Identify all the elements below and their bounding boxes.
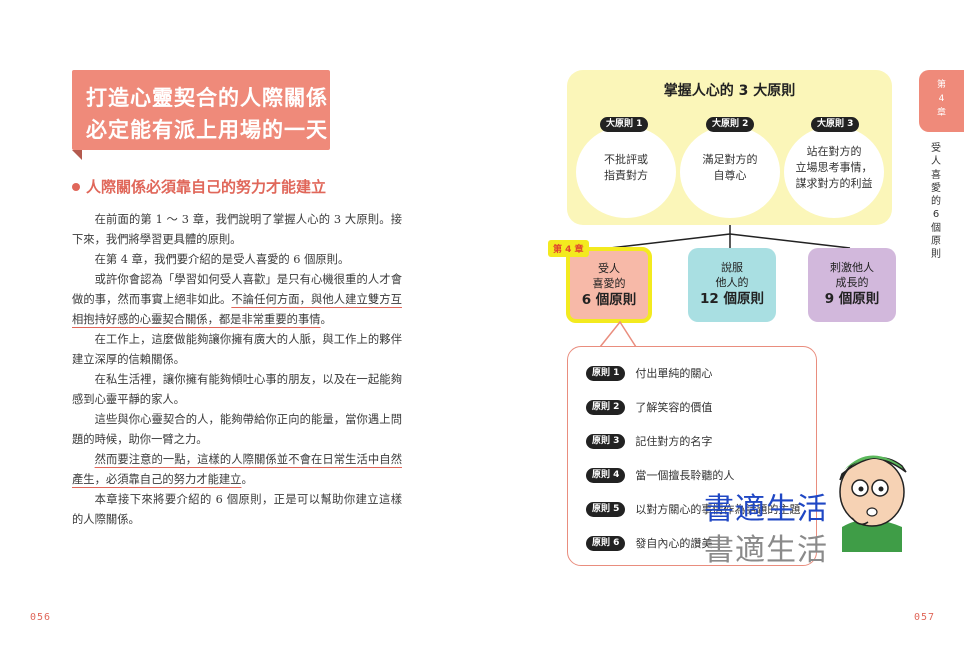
- body-text: 在前面的第 1 ～ 3 章，我們說明了掌握人心的 3 大原則。接下來，我們將學習…: [72, 210, 402, 530]
- principle-1-text: 不批評或指責對方: [604, 153, 648, 182]
- paragraph: 然而要注意的一點，這樣的人際關係並不會在日常生活中自然產生，必須靠自己的努力才能…: [72, 450, 402, 490]
- bullet-dot-icon: [72, 182, 80, 191]
- underlined-text: 然而要注意的一點，這樣的人際關係並不會在日常生活中自然產生，必須靠自己的努力才能…: [72, 453, 402, 486]
- chapter-box-12-principles: 說服 他人的 12 個原則: [688, 248, 776, 322]
- title-line-2: 必定能有派上用場的一天: [86, 118, 328, 142]
- mascot-illustration: [839, 455, 907, 552]
- chapter-4-tag: 第 4 章: [548, 240, 589, 257]
- title-line-1: 打造心靈契合的人際關係，: [86, 86, 350, 110]
- underlined-text: 不論任何方面，與他人建立雙方互相抱持好感的心靈契合關係，都是非常重要的事情: [72, 293, 402, 326]
- chapter-box-12-label: 12 個原則: [700, 291, 764, 307]
- principle-tag-1: 大原則 1: [600, 117, 649, 132]
- paragraph: 在私生活裡，讓你擁有能夠傾吐心事的朋友，以及在一起能夠感到心靈平靜的家人。: [72, 370, 402, 410]
- watermark-blue: 書適生活: [704, 492, 828, 527]
- page-number-left: 056: [30, 612, 52, 623]
- paragraph-text: 這些與你心靈契合的人，能夠帶給你正向的能量，當你遇上問題的時候，助你一臂之力。: [72, 413, 402, 446]
- paragraph-text: 在第 4 章，我們要介紹的是受人喜愛的 6 個原則。: [94, 253, 350, 266]
- rule-tag: 原則 1: [586, 365, 626, 381]
- rule-tag: 原則 2: [586, 399, 626, 415]
- principle-circle-3: 站在對方的立場思考事情，謀求對方的利益: [784, 126, 884, 218]
- paragraph: 在第 4 章，我們要介紹的是受人喜愛的 6 個原則。: [72, 250, 402, 270]
- paragraph-text: 。: [241, 473, 253, 486]
- principle-tag-3: 大原則 3: [811, 117, 860, 132]
- paragraph-text: 本章接下來將要介紹的 6 個原則，正是可以幫助你建立這樣的人際關係。: [72, 493, 402, 526]
- section-heading-text: 人際關係必須靠自己的努力才能建立: [86, 178, 327, 196]
- paragraph: 在工作上，這麼做能夠讓你擁有廣大的人脈，與工作上的夥伴建立深厚的信賴關係。: [72, 330, 402, 370]
- principle-3-text: 站在對方的立場思考事情，謀求對方的利益: [795, 145, 873, 190]
- chapter-box-6-label: 6 個原則: [581, 292, 637, 308]
- connector-lines: [609, 225, 851, 249]
- paragraph-text: 在前面的第 1 ～ 3 章，我們說明了掌握人心的 3 大原則。接下來，我們將學習…: [72, 213, 402, 246]
- chapter-box-6-principles: 受人 喜愛的 6 個原則: [566, 247, 652, 323]
- chapter-title-banner: 打造心靈契合的人際關係， 必定能有派上用場的一天: [72, 70, 349, 160]
- paragraph: 本章接下來將要介紹的 6 個原則，正是可以幫助你建立這樣的人際關係。: [72, 490, 402, 530]
- paragraph-text: 。: [320, 313, 332, 326]
- rule-tag: 原則 5: [586, 501, 626, 517]
- principle-2-text: 滿足對方的自尊心: [702, 153, 758, 182]
- paragraph: 或許你會認為「學習如何受人喜歡」是只有心機很重的人才會做的事，然而事實上絕非如此…: [72, 270, 402, 330]
- paragraph-text: 在私生活裡，讓你擁有能夠傾吐心事的朋友，以及在一起能夠感到心靈平靜的家人。: [72, 373, 402, 406]
- chapter-box-9-principles: 刺激他人 成長的 9 個原則: [808, 248, 896, 322]
- principle-circle-1: 不批評或指責對方: [576, 126, 676, 218]
- rule-tag: 原則 4: [586, 467, 626, 483]
- principle-circle-2: 滿足對方的自尊心: [680, 126, 780, 218]
- page-number-right: 057: [914, 612, 936, 623]
- principle-tag-2: 大原則 2: [706, 117, 755, 132]
- paragraph: 這些與你心靈契合的人，能夠帶給你正向的能量，當你遇上問題的時候，助你一臂之力。: [72, 410, 402, 450]
- paragraph: 在前面的第 1 ～ 3 章，我們說明了掌握人心的 3 大原則。接下來，我們將學習…: [72, 210, 402, 250]
- section-heading: 人際關係必須靠自己的努力才能建立: [72, 176, 326, 197]
- rule-tag: 原則 6: [586, 535, 626, 551]
- chapter-box-9-label: 9 個原則: [824, 291, 880, 307]
- vertical-chapter-title: 受人喜愛的6個原則: [931, 143, 941, 261]
- diagram-title: 掌握人心的 3 大原則: [663, 83, 796, 99]
- paragraph-text: 或許你會認為「學習如何受人喜歡」是只有心機很重的人才會做的事，然而事實上絕非如此…: [72, 273, 402, 306]
- watermark-gray: 書適生活: [704, 533, 828, 568]
- paragraph-text: 在工作上，這麼做能夠讓你擁有廣大的人脈，與工作上的夥伴建立深厚的信賴關係。: [72, 333, 402, 366]
- rule-tag: 原則 3: [586, 433, 626, 449]
- chapter-tab: 第 4 章: [919, 70, 964, 132]
- chapter-number: 4: [938, 94, 945, 104]
